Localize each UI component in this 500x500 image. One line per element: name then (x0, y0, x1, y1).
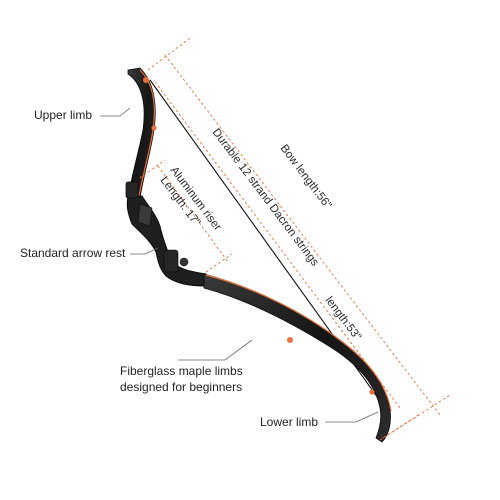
dimension-guides (139, 37, 451, 441)
lower-limb-dot (287, 337, 293, 343)
riser-window (137, 203, 153, 227)
bow-length-label: Bow length:56" (278, 143, 334, 212)
upper-limb-dot-2 (151, 125, 157, 131)
grip-screw (179, 257, 189, 267)
lower-limb-dot-2 (369, 389, 375, 395)
arrow-rest-label: Standard arrow rest (20, 246, 126, 260)
leader-lines (100, 107, 379, 423)
lower-limb-edge (205, 274, 392, 412)
lower-limb-label: Lower limb (260, 415, 319, 429)
limbs-label-line2: designed for beginners (120, 380, 243, 394)
limbs-label-line1: Fiberglass maple limbs (120, 364, 243, 378)
grip-block (163, 249, 179, 273)
arrow-rest-block (125, 181, 139, 199)
strings-label: Durable 12 strand Dacron strings (210, 127, 321, 269)
upper-limb-label: Upper limb (34, 108, 93, 122)
upper-limb-dot (143, 77, 149, 83)
